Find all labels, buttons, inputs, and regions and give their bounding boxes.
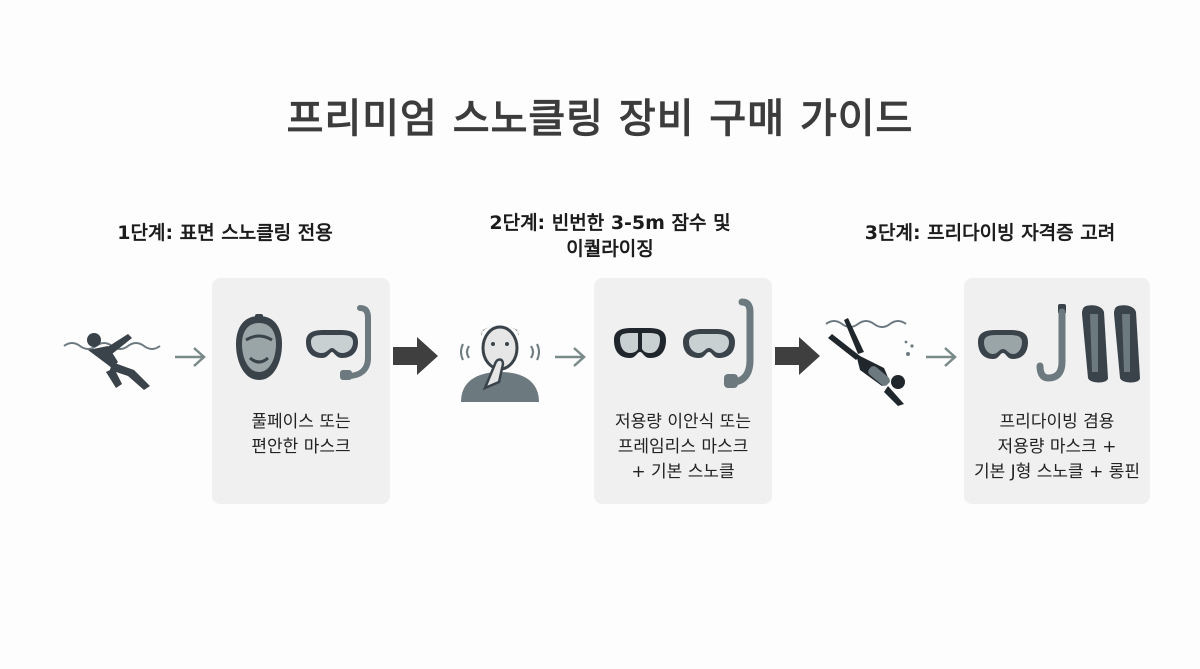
stage-1-card: 풀페이스 또는 편안한 마스크 (212, 278, 390, 504)
arrow-small-3 (926, 347, 957, 367)
long-fins-icon (1082, 305, 1140, 383)
arrow-big-1 (393, 337, 438, 375)
stage-2-title-line-2: 이퀄라이징 (566, 238, 654, 260)
frameless-mask-icon (683, 329, 735, 358)
stage-2-title: 2단계: 빈번한 3-5m 잠수 및 이퀄라이징 (440, 210, 780, 262)
stage-1-title: 1단계: 표면 스노클링 전용 (60, 220, 390, 246)
stage-3-title-line-1: 3단계: 프리다이빙 자격증 고려 (864, 222, 1116, 244)
stage-2-caption: 저용량 이안식 또는 프레임리스 마스크 + 기본 스노클 (594, 410, 772, 485)
full-face-mask-icon (236, 314, 282, 380)
page-title: 프리미엄 스노클링 장비 구매 가이드 (286, 96, 914, 142)
stage-1-title-line-1: 1단계: 표면 스노클링 전용 (117, 222, 333, 244)
freediving-mask-icon (978, 330, 1028, 359)
arrow-big-2 (775, 337, 820, 375)
stage-3-caption-line-3: 기본 J형 스노클 + 롱핀 (974, 462, 1140, 482)
stage-2-title-line-1: 2단계: 빈번한 3-5m 잠수 및 (489, 212, 731, 234)
stage-3-caption-line-2: 저용량 마스크 + (997, 437, 1117, 457)
arrow-small-2 (555, 347, 586, 367)
stage-3-caption-line-1: 프리다이빙 겸용 (999, 412, 1115, 432)
mask-with-snorkel-icon (306, 305, 371, 380)
stage-3-title: 3단계: 프리다이빙 자격증 고려 (820, 220, 1160, 246)
stage-3-caption: 프리다이빙 겸용 저용량 마스크 + 기본 J형 스노클 + 롱핀 (964, 410, 1150, 485)
stage-1-caption-line-2: 편안한 마스크 (251, 437, 351, 457)
j-snorkel-icon (1036, 304, 1066, 382)
freediver-icon (825, 318, 914, 406)
snorkel-icon (724, 298, 754, 388)
stage-2-card: 저용량 이안식 또는 프레임리스 마스크 + 기본 스노클 (594, 278, 772, 504)
equalizing-person-icon (460, 325, 540, 402)
stage-2-caption-line-3: + 기본 스노클 (631, 462, 735, 482)
stage-2-caption-line-2: 프레임리스 마스크 (617, 437, 749, 457)
stage-1-caption-line-1: 풀페이스 또는 (251, 412, 351, 432)
stage-1-caption: 풀페이스 또는 편안한 마스크 (212, 410, 390, 460)
stage-2-caption-line-1: 저용량 이안식 또는 (615, 412, 751, 432)
low-volume-mask-icon (614, 328, 666, 358)
arrow-small-1 (175, 347, 206, 367)
floating-swimmer-icon (63, 333, 161, 390)
stage-3-card: 프리다이빙 겸용 저용량 마스크 + 기본 J형 스노클 + 롱핀 (964, 278, 1150, 504)
